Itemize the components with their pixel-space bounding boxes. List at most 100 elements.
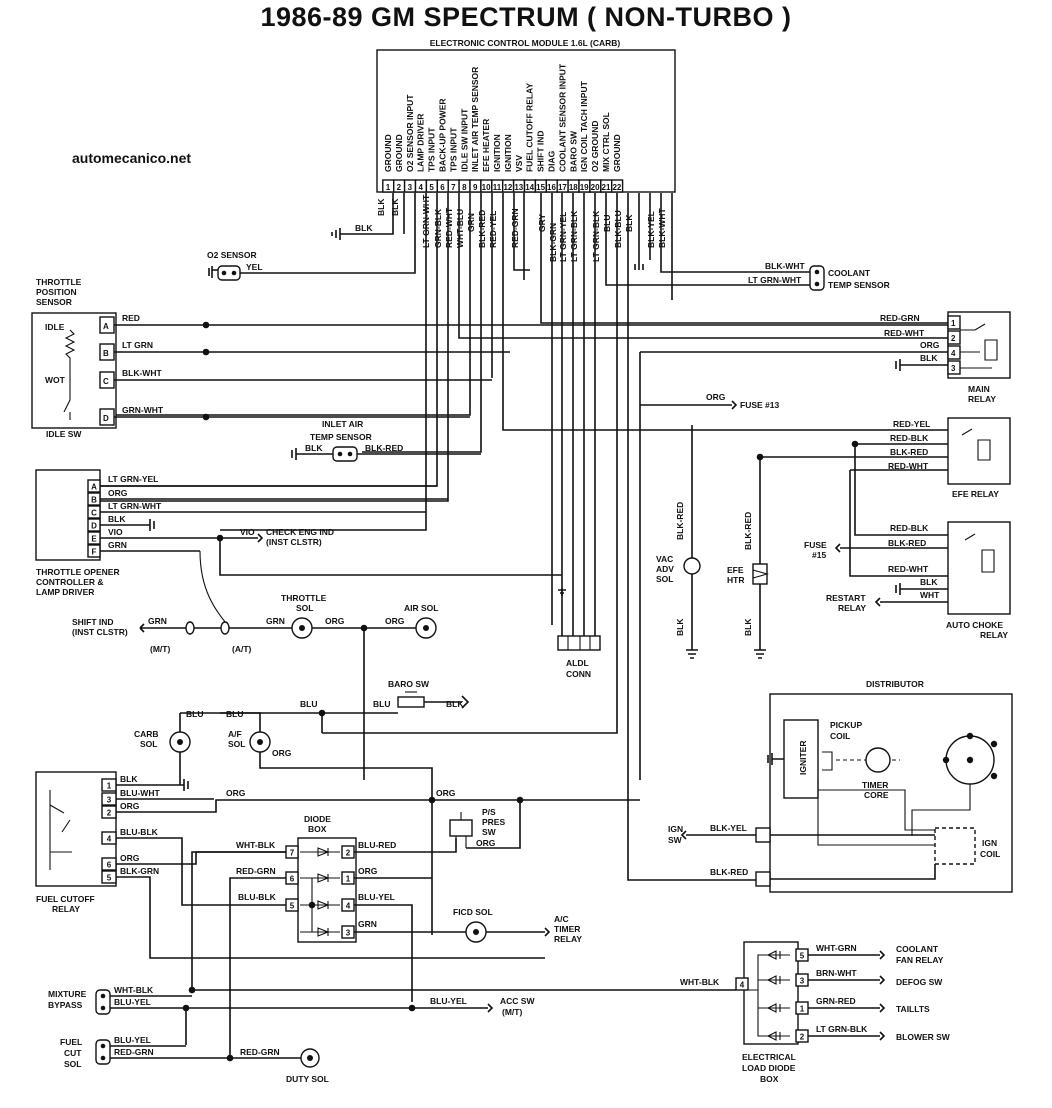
svg-text:GRN-WHT: GRN-WHT bbox=[122, 405, 164, 415]
svg-text:BLK-YEL: BLK-YEL bbox=[710, 823, 747, 833]
efe-relay: RED-YEL RED-BLK BLK-RED RED-WHT EFE RELA… bbox=[756, 417, 1011, 499]
svg-text:SOL: SOL bbox=[656, 574, 673, 584]
svg-text:BLU: BLU bbox=[186, 709, 203, 719]
svg-text:ORG: ORG bbox=[358, 866, 378, 876]
svg-text:IGN: IGN bbox=[668, 824, 683, 834]
connector-pin bbox=[735, 977, 749, 991]
svg-text:RED-YEL: RED-YEL bbox=[893, 419, 930, 429]
connector-pin-label: 3 bbox=[107, 796, 112, 805]
connector-pin-label: 1 bbox=[346, 875, 351, 884]
svg-text:BLU: BLU bbox=[226, 709, 243, 719]
svg-text:COOLANT: COOLANT bbox=[896, 944, 939, 954]
efe-heater: BLK-RED BLK EFE HTR bbox=[727, 457, 770, 659]
ecm-pin-number: 8 bbox=[462, 183, 467, 192]
svg-text:BLOWER SW: BLOWER SW bbox=[896, 1032, 951, 1042]
svg-text:BOX: BOX bbox=[760, 1074, 779, 1084]
connector-pin-label: 6 bbox=[290, 875, 295, 884]
svg-text:P/S: P/S bbox=[482, 807, 496, 817]
svg-text:BLK: BLK bbox=[675, 618, 685, 636]
ecm-pin-function: O2 GROUND bbox=[590, 121, 600, 172]
svg-text:CUT: CUT bbox=[64, 1048, 82, 1058]
ecm-ground-wires: BLK BLK BLK bbox=[331, 193, 405, 240]
svg-text:FUSE #13: FUSE #13 bbox=[740, 400, 779, 410]
svg-text:THROTTLE: THROTTLE bbox=[281, 593, 327, 603]
coolant-temp-sensor: BLK-WHT LT GRN-WHT COOLANT TEMP SENSOR bbox=[748, 261, 890, 291]
svg-text:FUEL: FUEL bbox=[60, 1037, 82, 1047]
svg-text:IDLE: IDLE bbox=[45, 322, 65, 332]
ecm-pin-function: FUEL CUTOFF RELAY bbox=[525, 83, 535, 172]
svg-text:SOL: SOL bbox=[64, 1059, 81, 1069]
svg-text:TIMER: TIMER bbox=[554, 924, 580, 934]
svg-text:BLK-RED: BLK-RED bbox=[675, 502, 685, 540]
svg-text:ORG: ORG bbox=[476, 838, 496, 848]
ecm-pin-number: 12 bbox=[503, 183, 512, 192]
svg-text:TEMP SENSOR: TEMP SENSOR bbox=[310, 432, 372, 442]
aldl-connector: ALDL CONN bbox=[557, 588, 601, 679]
svg-text:BLK: BLK bbox=[108, 514, 126, 524]
site-watermark: automecanico.net bbox=[72, 150, 192, 166]
svg-text:SOL: SOL bbox=[228, 739, 245, 749]
ecm-pin-function: BACK-UP POWER bbox=[438, 98, 448, 172]
connector-pin bbox=[285, 898, 299, 912]
svg-text:INLET AIR: INLET AIR bbox=[322, 419, 363, 429]
svg-text:DEFOG SW: DEFOG SW bbox=[896, 977, 943, 987]
connector-pin-label: 4 bbox=[740, 981, 745, 990]
svg-text:BLU: BLU bbox=[373, 699, 390, 709]
svg-text:SOL: SOL bbox=[296, 603, 313, 613]
svg-text:BLU-YEL: BLU-YEL bbox=[358, 892, 395, 902]
svg-text:BLU-RED: BLU-RED bbox=[358, 840, 396, 850]
svg-text:FAN RELAY: FAN RELAY bbox=[896, 955, 944, 965]
svg-text:LOAD DIODE: LOAD DIODE bbox=[742, 1063, 796, 1073]
svg-text:RESTART: RESTART bbox=[826, 593, 866, 603]
svg-text:ORG: ORG bbox=[226, 788, 246, 798]
ecm-pin-cell bbox=[611, 179, 624, 193]
svg-text:BLK: BLK bbox=[446, 699, 464, 709]
ecm-pin-function: GROUND bbox=[383, 134, 393, 172]
svg-text:ORG: ORG bbox=[120, 853, 140, 863]
throttle-position-sensor: THROTTLE POSITION SENSOR IDLE WOT IDLE S… bbox=[31, 277, 975, 439]
svg-text:LT GRN-BLK: LT GRN-BLK bbox=[569, 210, 579, 262]
ecm-pin-number: 20 bbox=[591, 183, 600, 192]
svg-text:EFE: EFE bbox=[727, 565, 744, 575]
svg-text:(A/T): (A/T) bbox=[232, 644, 252, 654]
svg-text:LT GRN-WHT: LT GRN-WHT bbox=[421, 194, 431, 248]
svg-text:BLU-BLK: BLU-BLK bbox=[120, 827, 159, 837]
svg-text:BLK-WHT: BLK-WHT bbox=[765, 261, 805, 271]
svg-text:THROTTLE OPENER: THROTTLE OPENER bbox=[36, 567, 120, 577]
svg-text:VAC: VAC bbox=[656, 554, 673, 564]
svg-text:YEL: YEL bbox=[246, 262, 263, 272]
ecm-pin-function: EFE HEATER bbox=[481, 119, 491, 172]
svg-text:CONTROLLER &: CONTROLLER & bbox=[36, 577, 104, 587]
svg-text:BLK: BLK bbox=[624, 214, 634, 232]
connector-pin-label: 4 bbox=[346, 902, 351, 911]
svg-text:WHT-BLK: WHT-BLK bbox=[680, 977, 720, 987]
ecm-pin-number: 13 bbox=[514, 183, 523, 192]
mixture-bypass: MIXTURE BYPASS WHT-BLK BLU-YEL WHT-BLK B… bbox=[48, 977, 736, 1045]
svg-text:ORG: ORG bbox=[108, 488, 128, 498]
svg-text:RELAY: RELAY bbox=[980, 630, 1008, 640]
svg-text:CONN: CONN bbox=[566, 669, 591, 679]
ground-icon bbox=[331, 228, 341, 240]
svg-text:LT GRN: LT GRN bbox=[122, 340, 153, 350]
svg-text:ORG: ORG bbox=[436, 788, 456, 798]
svg-text:C: C bbox=[103, 377, 109, 386]
svg-text:RED-WHT: RED-WHT bbox=[444, 207, 454, 248]
connector-pin-label: E bbox=[91, 535, 97, 544]
svg-text:SOL: SOL bbox=[140, 739, 157, 749]
ecm-wire-labels: LT GRN-WHT GRN-BLK RED-WHT WHT-BLU GRN B… bbox=[421, 194, 667, 270]
svg-text:BLK-YEL: BLK-YEL bbox=[646, 211, 656, 248]
svg-text:CHECK ENG IND: CHECK ENG IND bbox=[266, 527, 334, 537]
vac-adv-sol: BLK-RED BLK VAC ADV SOL bbox=[656, 425, 701, 659]
svg-text:ACC SW: ACC SW bbox=[500, 996, 535, 1006]
svg-text:ELECTRICAL: ELECTRICAL bbox=[742, 1052, 796, 1062]
svg-text:BLK-GRN: BLK-GRN bbox=[120, 866, 159, 876]
connector-pin-label: 5 bbox=[107, 874, 112, 883]
svg-text:A: A bbox=[103, 322, 109, 331]
svg-text:BRN-WHT: BRN-WHT bbox=[816, 968, 857, 978]
connector-pin-label: F bbox=[92, 548, 97, 557]
ficd-sol: FICD SOL A/C TIMER RELAY bbox=[453, 907, 582, 944]
